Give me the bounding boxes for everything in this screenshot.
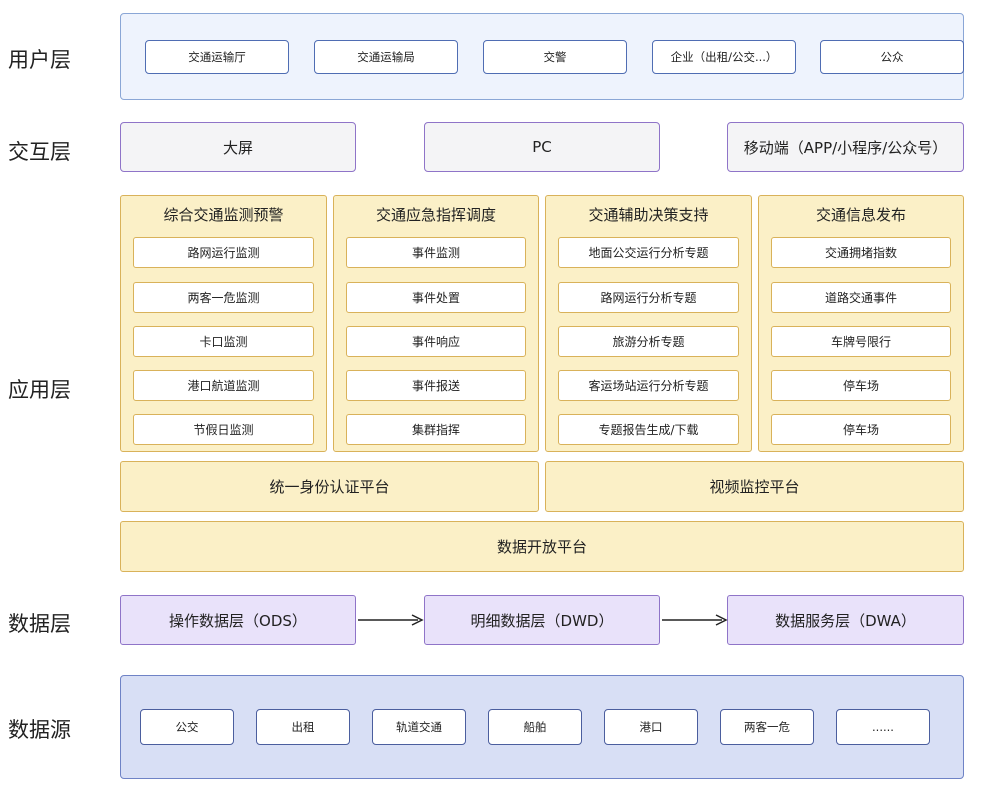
app-item: 路网运行监测 [133,237,314,268]
source-item: 轨道交通 [372,709,466,745]
app-item: 道路交通事件 [771,282,951,313]
app-column-title: 交通应急指挥调度 [334,204,538,225]
app-column-publishing: 交通信息发布 交通拥堵指数 道路交通事件 车牌号限行 停车场 停车场 [758,195,964,452]
app-column-decision: 交通辅助决策支持 地面公交运行分析专题 路网运行分析专题 旅游分析专题 客运场站… [545,195,752,452]
data-open-platform: 数据开放平台 [120,521,964,572]
source-item: 港口 [604,709,698,745]
video-platform: 视频监控平台 [545,461,964,512]
app-item: 两客一危监测 [133,282,314,313]
app-item: 路网运行分析专题 [558,282,739,313]
user-item: 交警 [483,40,627,74]
interaction-big-screen: 大屏 [120,122,356,172]
app-item: 港口航道监测 [133,370,314,401]
app-column-title: 交通信息发布 [759,204,963,225]
label-data-layer: 数据层 [8,608,94,638]
app-item: 停车场 [771,370,951,401]
app-column-monitoring: 综合交通监测预警 路网运行监测 两客一危监测 卡口监测 港口航道监测 节假日监测 [120,195,327,452]
interaction-pc: PC [424,122,660,172]
source-item: ...... [836,709,930,745]
app-column-title: 交通辅助决策支持 [546,204,751,225]
app-item: 旅游分析专题 [558,326,739,357]
arrow-ods-to-dwd [356,610,428,630]
source-item: 公交 [140,709,234,745]
app-item: 节假日监测 [133,414,314,445]
identity-platform: 统一身份认证平台 [120,461,539,512]
app-item: 事件响应 [346,326,526,357]
user-item: 公众 [820,40,964,74]
app-item: 专题报告生成/下载 [558,414,739,445]
app-item: 事件监测 [346,237,526,268]
app-item: 交通拥堵指数 [771,237,951,268]
label-data-source: 数据源 [8,714,94,744]
interaction-mobile: 移动端（APP/小程序/公众号） [727,122,964,172]
user-item: 交通运输局 [314,40,458,74]
label-application-layer: 应用层 [8,374,94,404]
data-layer-dwa: 数据服务层（DWA） [727,595,964,645]
app-column-emergency: 交通应急指挥调度 事件监测 事件处置 事件响应 事件报送 集群指挥 [333,195,539,452]
user-item: 企业（出租/公交...） [652,40,796,74]
label-user-layer: 用户层 [8,44,94,74]
data-layer-dwd: 明细数据层（DWD） [424,595,660,645]
app-item: 集群指挥 [346,414,526,445]
data-layer-ods: 操作数据层（ODS） [120,595,356,645]
app-item: 客运场站运行分析专题 [558,370,739,401]
label-interaction-layer: 交互层 [8,136,94,166]
app-item: 停车场 [771,414,951,445]
app-item: 卡口监测 [133,326,314,357]
app-item: 车牌号限行 [771,326,951,357]
source-item: 两客一危 [720,709,814,745]
app-item: 地面公交运行分析专题 [558,237,739,268]
app-column-title: 综合交通监测预警 [121,204,326,225]
source-item: 出租 [256,709,350,745]
app-item: 事件处置 [346,282,526,313]
app-item: 事件报送 [346,370,526,401]
source-item: 船舶 [488,709,582,745]
user-item: 交通运输厅 [145,40,289,74]
arrow-dwd-to-dwa [660,610,732,630]
